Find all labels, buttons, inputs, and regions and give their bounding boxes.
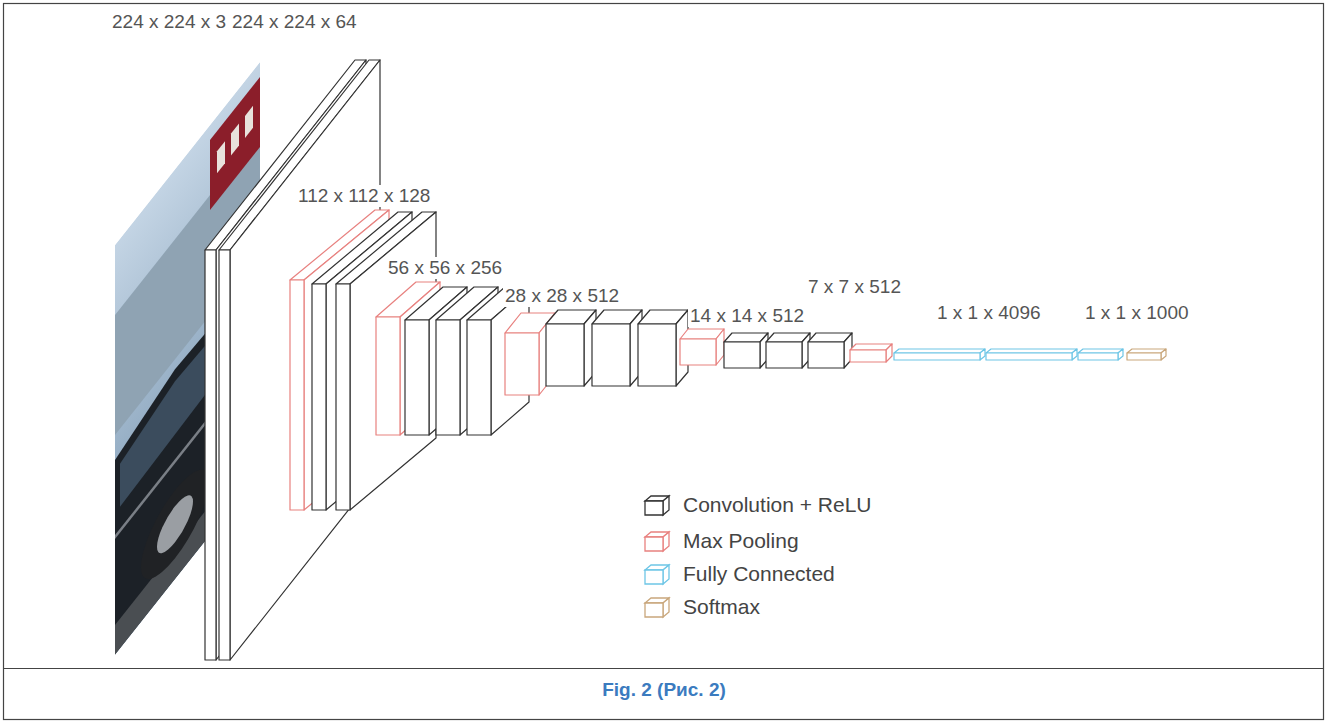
layer-face	[716, 329, 724, 365]
layer-face	[1118, 349, 1123, 360]
legend-entry: Fully Connected	[643, 560, 835, 588]
layer-face	[850, 350, 886, 362]
convolution-layer	[546, 310, 596, 386]
convolution-layer	[808, 333, 852, 368]
layer-face	[312, 284, 326, 510]
layer-face	[680, 339, 716, 365]
photo-sign-window	[231, 124, 239, 156]
photo-sign-window	[245, 106, 253, 138]
convolution-layer	[766, 333, 810, 368]
legend-text: Fully Connected	[683, 561, 835, 587]
pooling-layer	[680, 329, 724, 365]
legend-text: Convolution + ReLU	[683, 492, 872, 518]
layer-face	[638, 324, 676, 386]
legend-swatch	[643, 562, 671, 587]
fully-connected-layer	[1078, 349, 1123, 360]
legend-cube-face	[645, 501, 663, 515]
layer-face	[724, 342, 760, 368]
layer-face	[546, 324, 584, 386]
layer-face	[850, 344, 892, 350]
legend-cube-face	[663, 496, 669, 515]
legend-entry: Softmax	[643, 593, 760, 621]
layer-face	[1127, 353, 1161, 360]
dimension-label: 224 x 224 x 3	[110, 11, 228, 33]
legend-cube-face	[663, 532, 669, 551]
caption-rule	[4, 668, 1324, 669]
legend-entry: Convolution + ReLU	[643, 491, 872, 519]
layer-face	[1072, 349, 1077, 360]
layer-face	[808, 342, 844, 368]
dimension-label: 28 x 28 x 512	[503, 285, 621, 307]
layer-stack	[205, 60, 1166, 660]
legend-swatch	[643, 595, 671, 620]
legend-entry: Max Pooling	[643, 527, 799, 555]
legend-text: Softmax	[683, 594, 760, 620]
layer-face	[592, 324, 630, 386]
legend-text: Max Pooling	[683, 528, 799, 554]
legend-cube-face	[663, 565, 669, 584]
legend-cube-face	[645, 537, 663, 551]
layer-face	[290, 280, 304, 510]
layer-face	[205, 250, 216, 660]
dimension-label: 1 x 1 x 1000	[1083, 302, 1191, 324]
legend-cube-face	[663, 598, 669, 617]
pooling-layer	[850, 344, 892, 362]
legend-swatch	[643, 493, 671, 518]
figure-caption: Fig. 2 (Рис. 2)	[0, 678, 1328, 702]
dimension-label: 1 x 1 x 4096	[935, 302, 1043, 324]
layer-face	[336, 284, 350, 510]
layer-face	[467, 320, 491, 435]
dimension-label: 7 x 7 x 512	[806, 276, 903, 298]
legend-cube-face	[645, 570, 663, 584]
layer-face	[886, 344, 892, 362]
softmax-layer	[1127, 349, 1166, 360]
layer-face	[376, 317, 400, 435]
layer-face	[986, 353, 1072, 360]
dimension-label: 56 x 56 x 256	[386, 257, 504, 279]
layer-face	[1078, 353, 1118, 360]
layer-face	[766, 342, 802, 368]
dimension-label: 112 x 112 x 128	[296, 185, 432, 207]
layer-face	[1161, 349, 1166, 360]
legend-swatch	[643, 529, 671, 554]
fully-connected-layer	[894, 349, 985, 360]
dimension-label: 14 x 14 x 512	[688, 305, 806, 327]
figure-frame	[4, 4, 1324, 720]
fully-connected-layer	[986, 349, 1077, 360]
layer-face	[980, 349, 985, 360]
layer-face	[405, 320, 429, 435]
photo-sign-window	[217, 141, 225, 173]
layer-face	[505, 333, 539, 395]
layer-face	[436, 320, 460, 435]
layer-face	[219, 250, 230, 660]
legend-cube-face	[645, 603, 663, 617]
photo-rim	[157, 484, 193, 565]
photo-wheel	[141, 447, 209, 601]
convolution-layer	[592, 310, 642, 386]
dimension-label: 224 x 224 x 64	[230, 11, 359, 33]
layer-face	[894, 353, 980, 360]
convolution-layer	[724, 333, 768, 368]
